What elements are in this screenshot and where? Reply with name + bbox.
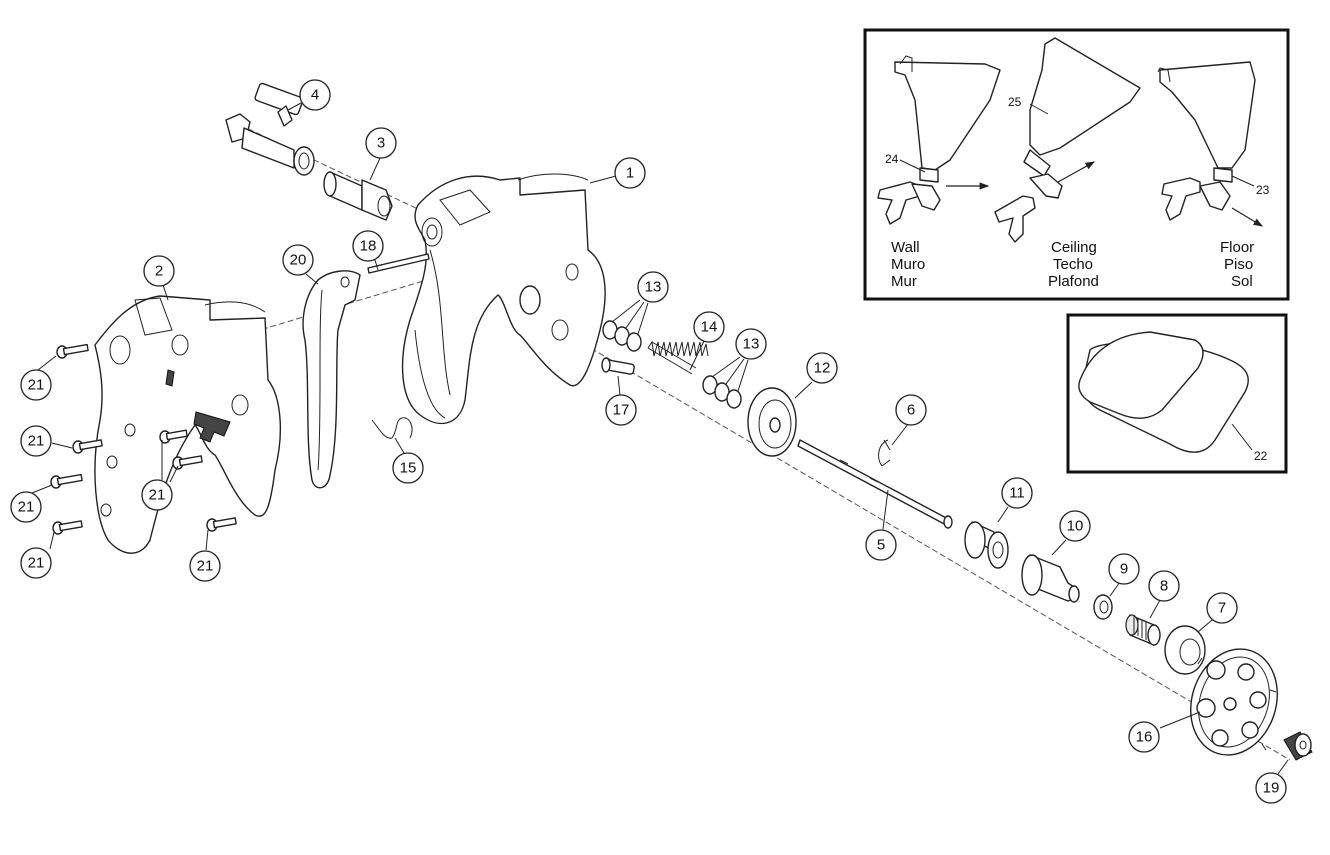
svg-text:8: 8 [1160, 578, 1168, 595]
svg-text:Plafond: Plafond [1048, 273, 1099, 290]
svg-text:Ceiling: Ceiling [1051, 239, 1097, 256]
svg-text:21: 21 [149, 487, 166, 504]
svg-text:2: 2 [155, 263, 163, 280]
svg-text:21: 21 [28, 555, 45, 572]
callout-16: 16 [1128, 721, 1160, 753]
svg-text:25: 25 [1008, 95, 1022, 109]
pin-part [367, 253, 430, 274]
callout-5: 5 [865, 529, 897, 561]
svg-text:1: 1 [626, 165, 634, 182]
leader-lines [31, 102, 1289, 775]
svg-text:Sol: Sol [1231, 273, 1253, 290]
ball-valve-part [225, 82, 315, 176]
svg-text:5: 5 [877, 537, 885, 554]
callout-11: 11 [1001, 477, 1033, 509]
washer-part [1093, 594, 1113, 620]
floor-hopper-illustration: 23 Floor Piso Sol [1157, 61, 1270, 290]
orientation-inset: 24 Wall Muro Mur 25 Ceiling Techo Plafon… [863, 28, 1290, 301]
callout-14: 14 [693, 311, 725, 343]
svg-text:20: 20 [290, 252, 307, 269]
orifice-wheel-part [1190, 648, 1278, 756]
callout-19: 19 [1255, 772, 1287, 804]
callout-12: 12 [806, 352, 838, 384]
callout-1: 1 [614, 157, 646, 189]
svg-text:Muro: Muro [891, 256, 925, 273]
svg-text:23: 23 [1256, 183, 1270, 197]
callout-17: 17 [605, 394, 637, 426]
callout-3: 3 [365, 127, 397, 159]
callout-21-c: 21 [10, 491, 42, 523]
coupling-part [323, 171, 393, 221]
knob-part [1283, 731, 1313, 761]
trigger-part [302, 270, 361, 489]
cap-ring-part [1164, 625, 1206, 675]
svg-text:6: 6 [907, 402, 915, 419]
callout-10: 10 [1059, 510, 1091, 542]
side-cover-part [94, 295, 282, 554]
svg-text:21: 21 [197, 558, 214, 575]
callout-21-b: 21 [20, 425, 52, 457]
svg-text:17: 17 [613, 402, 630, 419]
svg-text:21: 21 [18, 499, 35, 516]
svg-text:9: 9 [1120, 561, 1128, 578]
wall-hopper-illustration: 24 Wall Muro Mur [877, 55, 1001, 290]
callout-8: 8 [1148, 570, 1180, 602]
svg-text:21: 21 [28, 377, 45, 394]
svg-text:18: 18 [360, 238, 377, 255]
threaded-nozzle-part [1125, 614, 1161, 646]
callout-18: 18 [352, 230, 384, 262]
svg-text:10: 10 [1067, 518, 1084, 535]
shaft-part [797, 439, 953, 529]
callout-21-e: 21 [141, 479, 173, 511]
svg-text:Techo: Techo [1053, 256, 1093, 273]
gun-body-part [401, 173, 606, 425]
svg-text:22: 22 [1254, 449, 1268, 463]
disc-part [747, 387, 797, 457]
callout-7: 7 [1206, 592, 1238, 624]
svg-text:15: 15 [400, 460, 417, 477]
callout-21-a: 21 [20, 369, 52, 401]
screws-part [50, 343, 237, 535]
spring-part [647, 340, 709, 375]
stop-screw-part [601, 357, 635, 375]
svg-text:7: 7 [1218, 600, 1226, 617]
assembly-axes [209, 124, 1291, 761]
callout-21-d: 21 [20, 547, 52, 579]
svg-text:21: 21 [28, 433, 45, 450]
o-rings-part [602, 320, 742, 409]
svg-text:4: 4 [311, 87, 319, 104]
callout-6: 6 [895, 394, 927, 426]
nozzle-body-part [1021, 554, 1080, 603]
svg-text:Mur: Mur [891, 273, 917, 290]
svg-text:Wall: Wall [891, 239, 920, 256]
svg-text:13: 13 [645, 279, 662, 296]
svg-text:3: 3 [377, 135, 385, 152]
svg-text:19: 19 [1263, 780, 1280, 797]
callout-15: 15 [392, 452, 424, 484]
callout-2: 2 [143, 255, 175, 287]
pulley-part [964, 521, 1009, 569]
spring-clip-part [371, 417, 413, 439]
svg-text:Piso: Piso [1224, 256, 1253, 273]
callout-4: 4 [299, 79, 331, 111]
svg-text:Floor: Floor [1220, 239, 1254, 256]
svg-text:24: 24 [885, 152, 899, 166]
callout-20: 20 [282, 244, 314, 276]
svg-text:12: 12 [814, 360, 831, 377]
svg-text:16: 16 [1136, 729, 1153, 746]
ceiling-hopper-illustration: 25 Ceiling Techo Plafond [994, 37, 1141, 290]
svg-text:13: 13 [743, 336, 760, 353]
svg-text:14: 14 [701, 319, 718, 336]
callout-13-front: 13 [637, 271, 669, 303]
e-clip-part [878, 439, 891, 467]
callout-21-f: 21 [189, 550, 221, 582]
callout-9: 9 [1108, 553, 1140, 585]
svg-text:11: 11 [1009, 485, 1025, 502]
callout-13-rear: 13 [735, 328, 767, 360]
pad-inset: 22 [1066, 313, 1288, 474]
